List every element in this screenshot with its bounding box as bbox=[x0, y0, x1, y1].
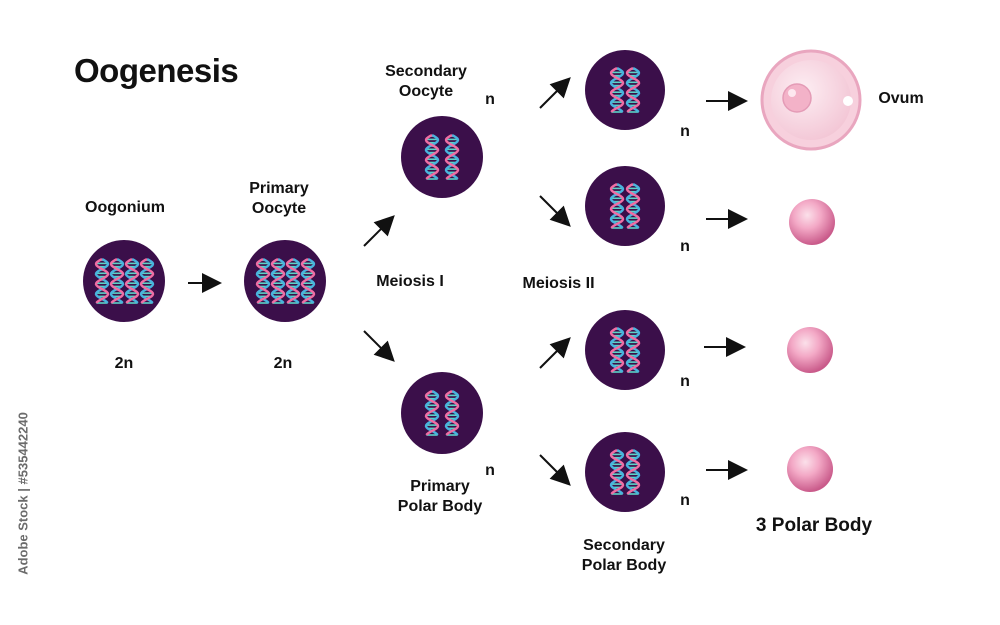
secondary-oocyte-ploidy: n bbox=[485, 91, 495, 108]
oogonium-ploidy: 2n bbox=[114, 355, 134, 372]
cell-c-ploidy: n bbox=[680, 373, 690, 390]
diagram-title: Oogenesis bbox=[74, 52, 239, 89]
arrow-primary-to-secondary-oocyte bbox=[363, 215, 395, 247]
cell-a-ploidy: n bbox=[680, 123, 690, 140]
secondary-oocyte-cell bbox=[401, 116, 483, 198]
cell-d bbox=[585, 432, 665, 512]
primary-oocyte-label: Primary Oocyte bbox=[249, 180, 309, 217]
primary-polar-body-cell bbox=[401, 372, 483, 454]
ovum-cell bbox=[760, 49, 862, 151]
meiosis-1-label: Meiosis I bbox=[376, 273, 444, 290]
oogonium-label: Oogonium bbox=[85, 199, 165, 216]
primary-polar-body-ploidy: n bbox=[485, 462, 495, 479]
cell-b-ploidy: n bbox=[680, 238, 690, 255]
cell-a bbox=[585, 50, 665, 130]
arrow-secondary-oocyte-to-cell-a bbox=[539, 77, 571, 109]
three-polar-body-label: 3 Polar Body bbox=[755, 515, 873, 536]
cell-d-ploidy: n bbox=[680, 492, 690, 509]
cell-b bbox=[585, 166, 665, 246]
ovum-label: Ovum bbox=[878, 90, 924, 107]
meiosis-2-label: Meiosis II bbox=[522, 275, 595, 292]
arrow-primary-to-primary-polar-body bbox=[363, 330, 395, 362]
primary-oocyte-cell bbox=[244, 240, 326, 322]
secondary-oocyte-label: Secondary Oocyte bbox=[385, 63, 467, 100]
arrow-primary-polar-body-to-cell-c bbox=[539, 337, 571, 369]
oogonium-cell bbox=[83, 240, 165, 322]
polar-body-2 bbox=[787, 327, 833, 373]
cell-c bbox=[585, 310, 665, 390]
primary-polar-body-label: Primary Polar Body bbox=[397, 478, 483, 515]
secondary-polar-body-label: Secondary Polar Body bbox=[581, 537, 667, 574]
arrow-primary-polar-body-to-cell-d bbox=[539, 454, 571, 486]
polar-body-3 bbox=[787, 446, 833, 492]
stock-id-watermark: Adobe Stock | #535442240 bbox=[15, 412, 31, 575]
arrow-secondary-oocyte-to-cell-b bbox=[539, 195, 571, 227]
primary-oocyte-ploidy: 2n bbox=[273, 355, 293, 372]
polar-body-1 bbox=[789, 199, 835, 245]
